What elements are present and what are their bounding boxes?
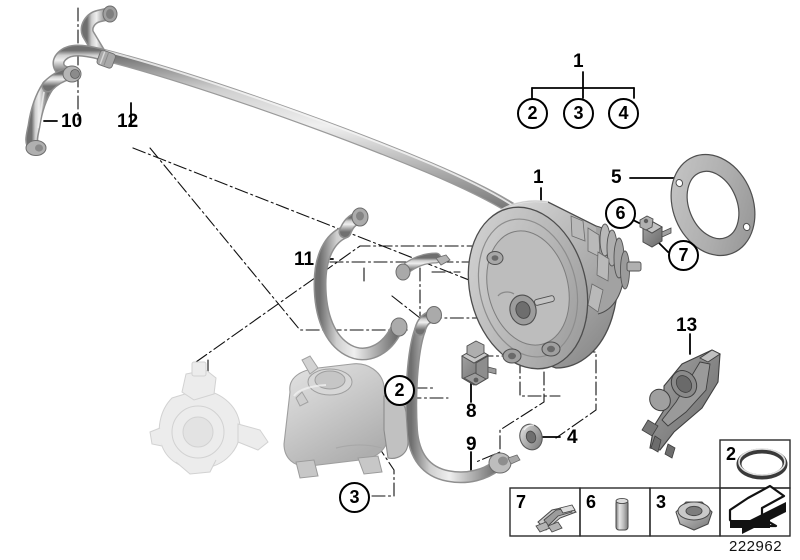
callout-3-reservoir: 3 bbox=[339, 482, 370, 513]
legend-num-2: 2 bbox=[726, 444, 737, 464]
callout-1-top: 1 bbox=[573, 51, 584, 72]
hex-nut-icon bbox=[675, 501, 713, 531]
part-vacuum-hose-curved bbox=[313, 207, 451, 361]
hose-clip-icon bbox=[535, 504, 577, 533]
part-vacuum-line-elbow bbox=[25, 65, 82, 156]
o-ring-icon bbox=[736, 448, 788, 480]
callout-6-clevis: 6 bbox=[605, 198, 636, 229]
callout-11-hose: 11 bbox=[294, 249, 315, 270]
direction-arrow-icon bbox=[728, 484, 786, 534]
part-vacuum-line-long bbox=[52, 5, 526, 220]
callout-1-booster: 1 bbox=[533, 167, 544, 188]
part-mounting-bracket bbox=[641, 349, 721, 459]
callout-13-bracket: 13 bbox=[676, 315, 698, 336]
roll-pin-icon bbox=[615, 497, 629, 531]
callout-10-line: 10 bbox=[61, 111, 83, 132]
callout-7-clip: 7 bbox=[668, 240, 699, 271]
part-brake-reservoir bbox=[283, 355, 409, 479]
callout-12-line: 12 bbox=[117, 111, 139, 132]
part-booster-gasket bbox=[670, 153, 756, 257]
legend-num-3: 3 bbox=[656, 492, 667, 512]
part-vacuum-hose-short bbox=[405, 306, 521, 484]
callout-4-washer: 4 bbox=[567, 427, 578, 448]
callout-8-sensor: 8 bbox=[466, 401, 477, 422]
legend-num-6: 6 bbox=[586, 492, 597, 512]
callout-4-bracket: 4 bbox=[608, 98, 639, 129]
legend-num-7: 7 bbox=[516, 492, 527, 512]
ghost-vacuum-pump bbox=[149, 361, 269, 475]
part-fork-clevis bbox=[639, 215, 672, 248]
callout-9-hose: 9 bbox=[466, 434, 477, 455]
part-vacuum-sensor bbox=[461, 340, 497, 386]
callout-3-bracket: 3 bbox=[563, 98, 594, 129]
part-washer bbox=[519, 423, 543, 451]
callout-5-gasket: 5 bbox=[611, 167, 622, 188]
legend-boxes bbox=[509, 439, 791, 537]
callout-2-reservoir: 2 bbox=[384, 375, 415, 406]
part-brake-booster bbox=[467, 200, 642, 370]
callout-2-bracket: 2 bbox=[517, 98, 548, 129]
diagram-number: 222962 bbox=[729, 538, 783, 555]
